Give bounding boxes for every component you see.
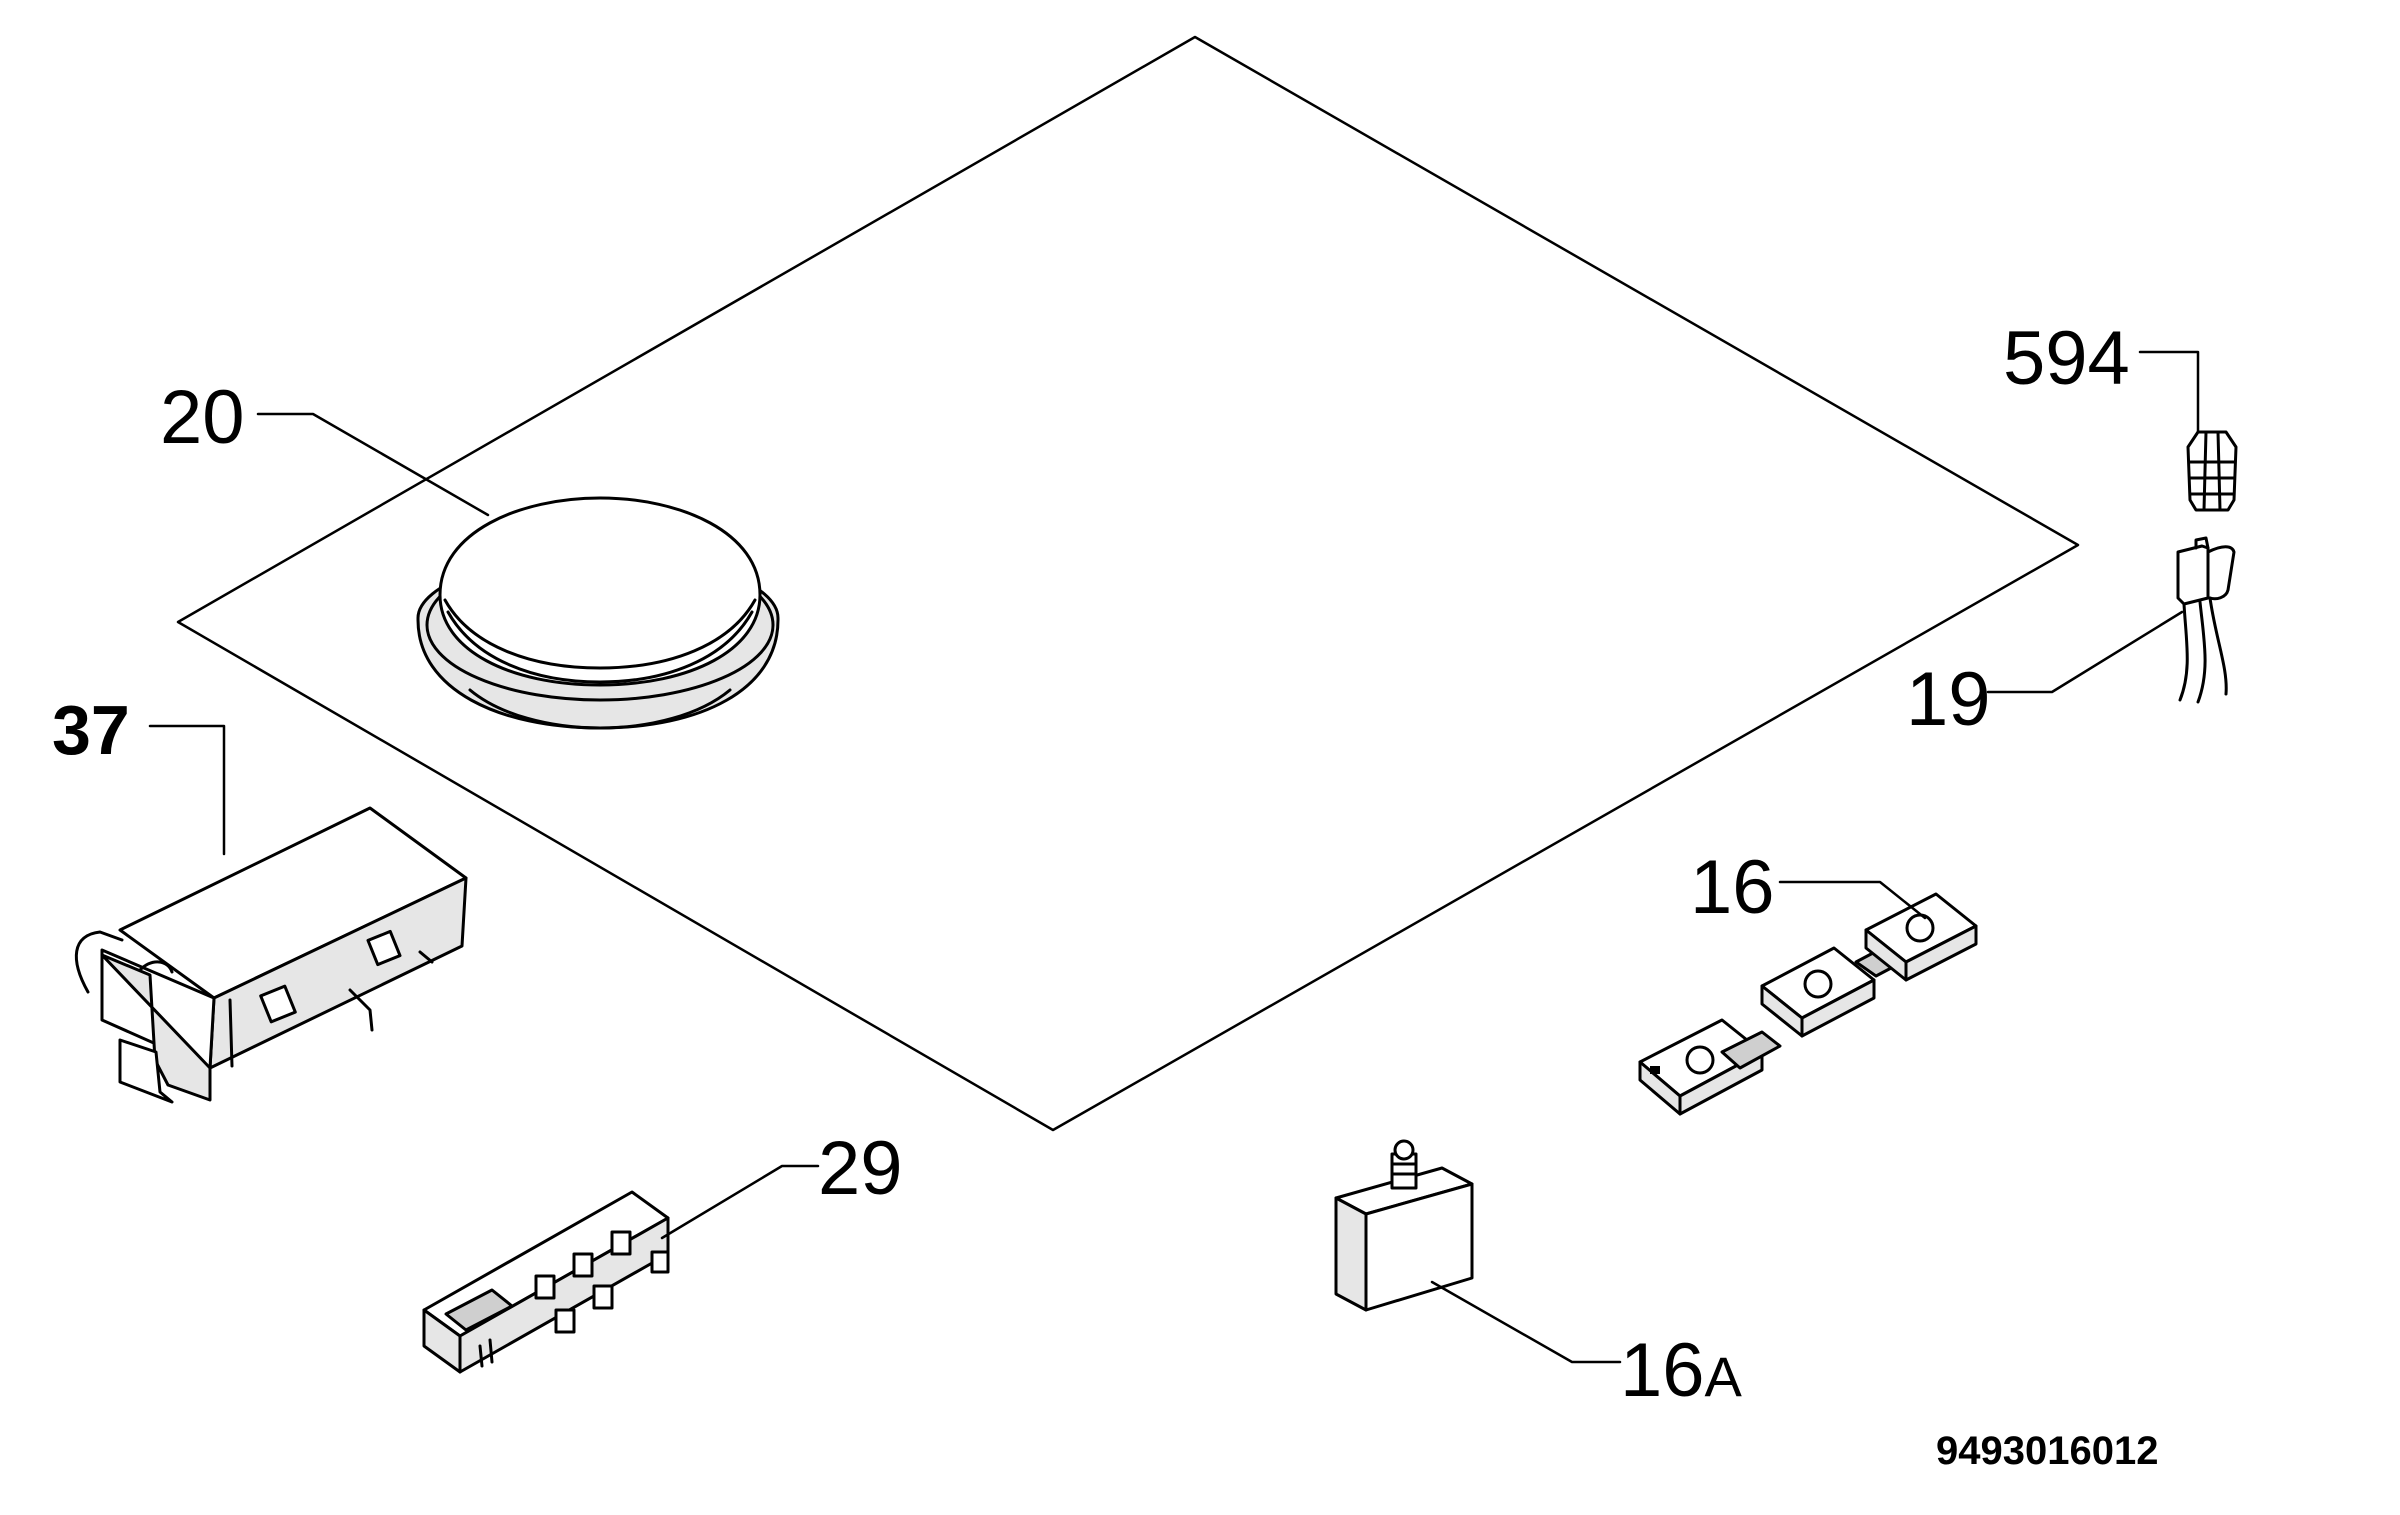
label-19: 19 — [1906, 657, 1991, 742]
part-20-burner-cap — [416, 496, 780, 730]
leader-37 — [148, 724, 226, 856]
label-37: 37 — [52, 691, 130, 769]
label-20: 20 — [160, 375, 245, 460]
leader-29 — [660, 1164, 820, 1240]
leader-594 — [2138, 350, 2200, 434]
part-29-ignition-block — [422, 1190, 670, 1374]
label-16: 16 — [1690, 845, 1775, 930]
label-16a: 16A — [1620, 1328, 1743, 1413]
leader-16 — [1778, 880, 1927, 920]
leader-16a — [1430, 1280, 1622, 1364]
label-29: 29 — [818, 1126, 903, 1211]
part-19-thermocouple — [2176, 536, 2236, 704]
part-37-control-box — [74, 806, 468, 1104]
hob-plate — [176, 35, 2080, 1132]
part-16-switch-strip — [1638, 892, 1978, 1116]
diagram-code: 9493016012 — [1936, 1429, 2158, 1473]
part-16a-spark-generator — [1334, 1139, 1474, 1312]
part-594-nozzle — [2186, 430, 2238, 512]
leader-20 — [256, 412, 490, 517]
label-594: 594 — [2003, 316, 2130, 401]
leader-19 — [1986, 610, 2184, 694]
